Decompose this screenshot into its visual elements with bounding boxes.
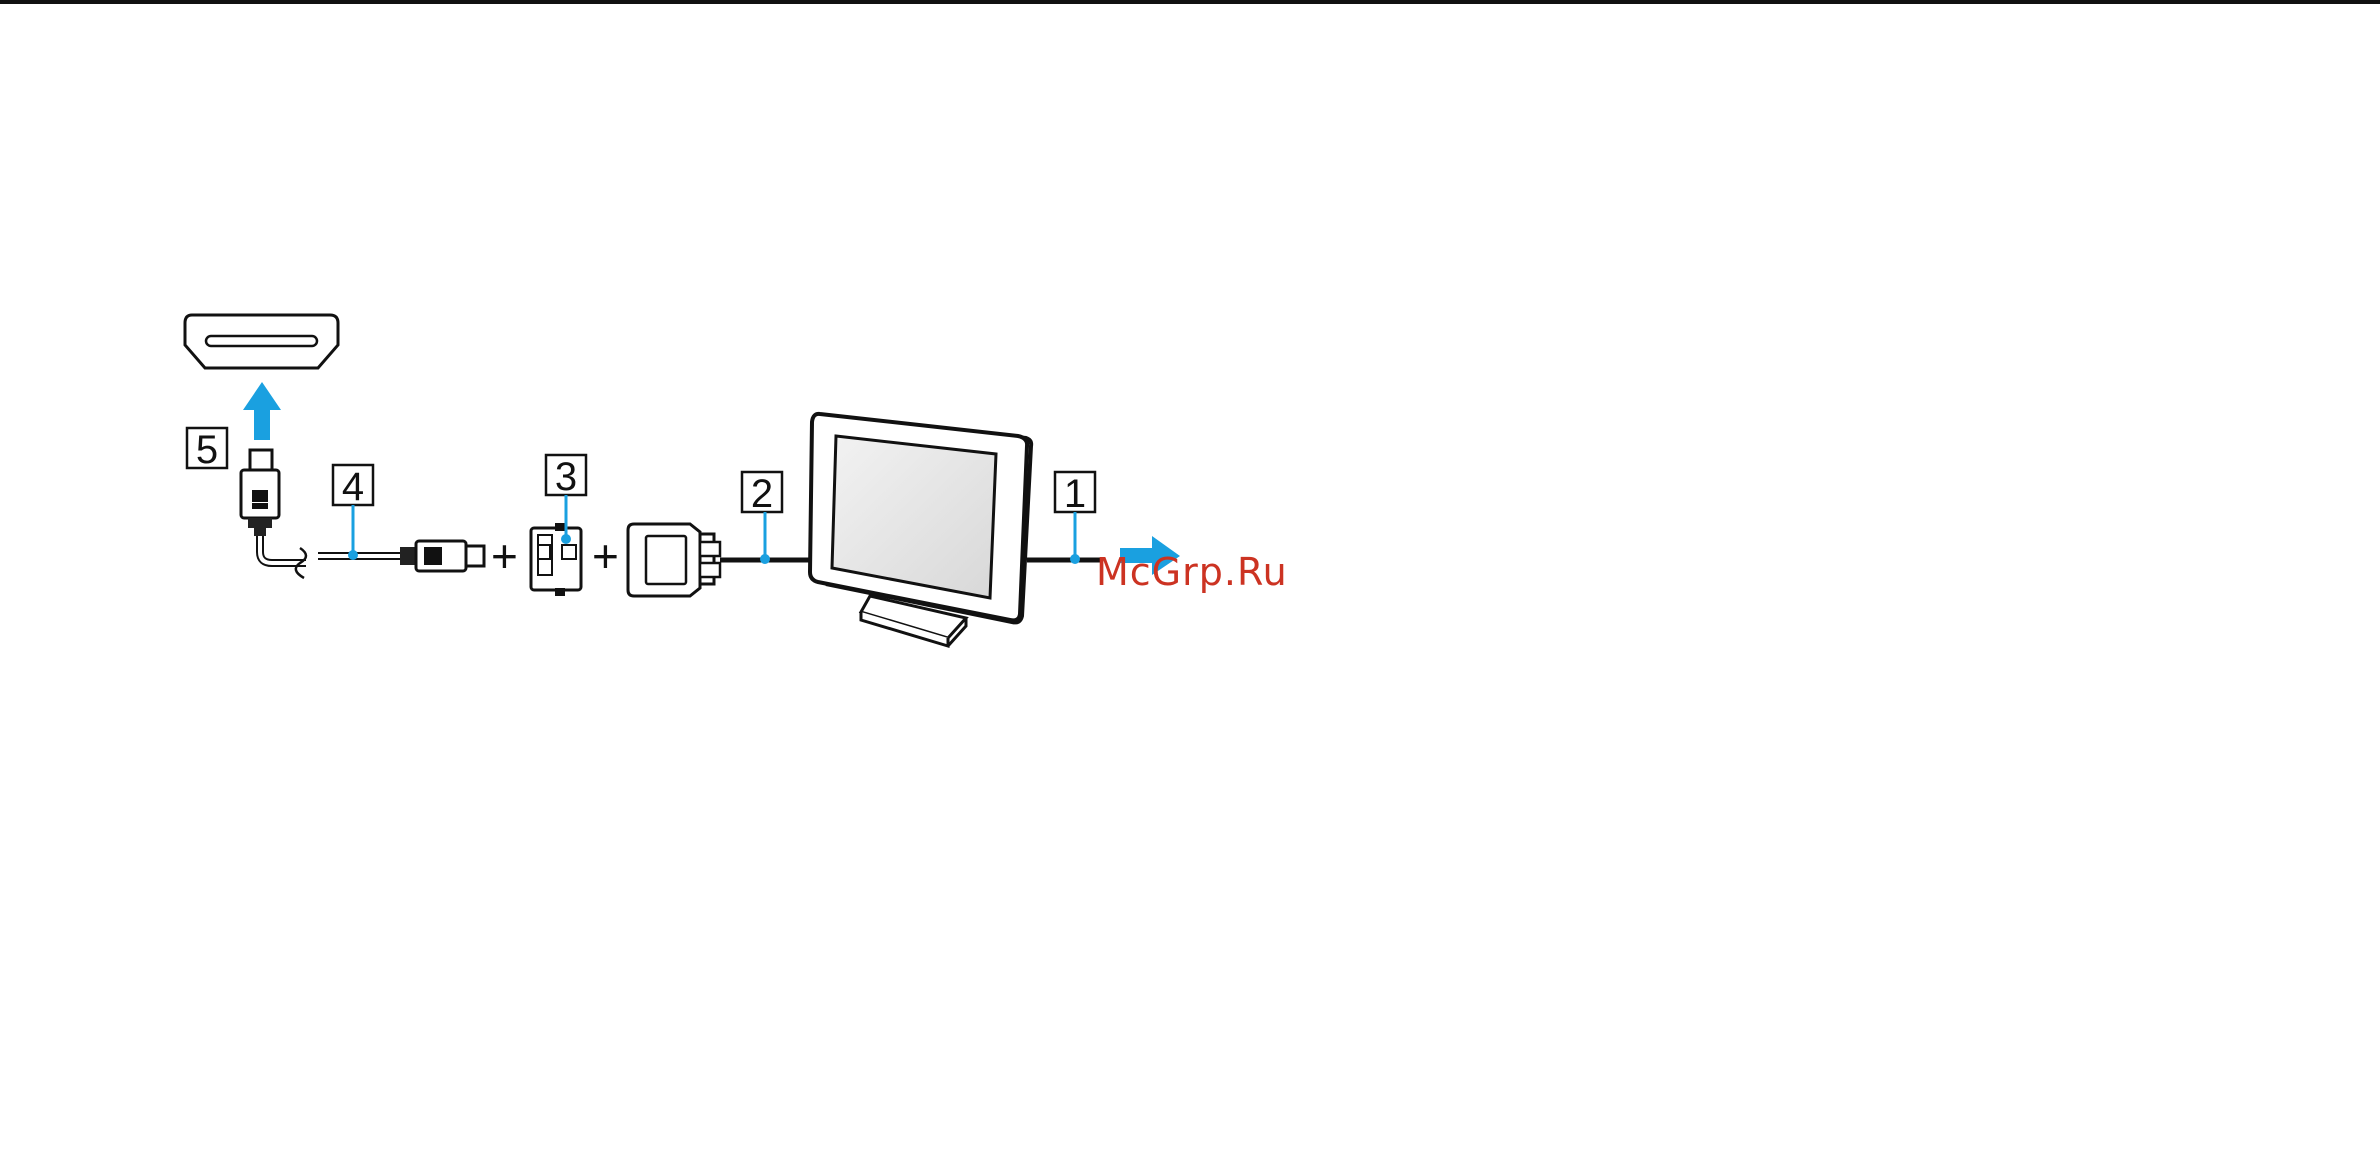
callout-1: 1 <box>1055 472 1095 564</box>
plus-sign: + <box>491 530 518 582</box>
callout-1-label: 1 <box>1064 472 1086 516</box>
plus-sign: + <box>592 530 619 582</box>
hdmi-port-icon <box>185 315 338 368</box>
callout-3-label: 3 <box>555 455 577 499</box>
callout-2-label: 2 <box>751 472 773 516</box>
callout-2: 2 <box>742 472 782 564</box>
watermark: McGrp.Ru <box>1096 550 1288 594</box>
callout-5-label: 5 <box>196 428 218 472</box>
dvi-adapter-icon <box>531 523 581 596</box>
monitor-icon <box>810 414 1031 646</box>
callout-4-label: 4 <box>342 465 364 509</box>
dvi-plug-icon <box>628 524 720 596</box>
callout-4: 4 <box>333 465 373 560</box>
callout-5: 5 <box>187 428 227 472</box>
up-arrow-icon <box>243 382 281 440</box>
